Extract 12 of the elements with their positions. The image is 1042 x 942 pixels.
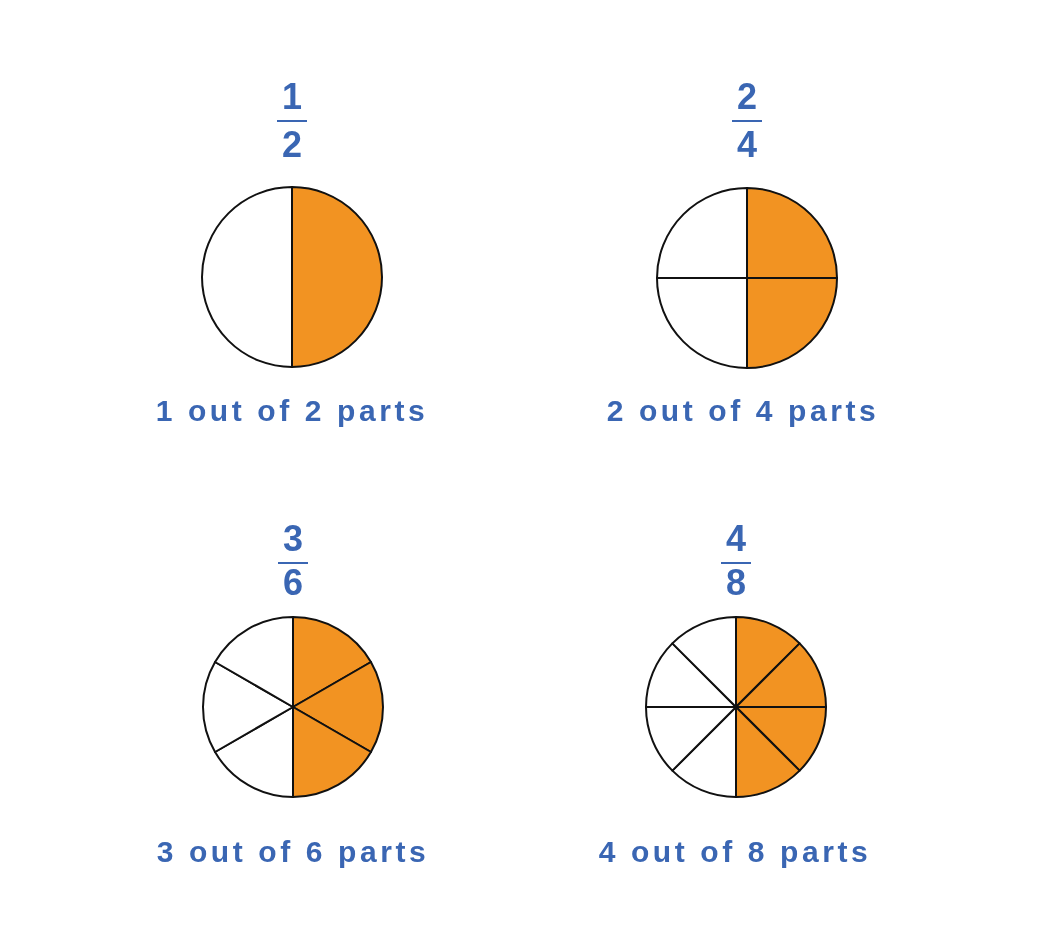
node-label: 4 out of 8 parts [598,837,872,867]
numerator: 1 [282,79,302,115]
denominator: 4 [737,127,757,163]
node-label: 2 out of 4 parts [606,396,880,426]
denominator: 6 [283,565,303,601]
node-label: 1 out of 2 parts [155,396,429,426]
denominator: 2 [282,127,302,163]
numerator: 2 [737,79,757,115]
numerator: 3 [283,521,303,557]
node-label: 3 out of 6 parts [156,837,430,867]
denominator: 8 [726,565,746,601]
numerator: 4 [726,521,746,557]
